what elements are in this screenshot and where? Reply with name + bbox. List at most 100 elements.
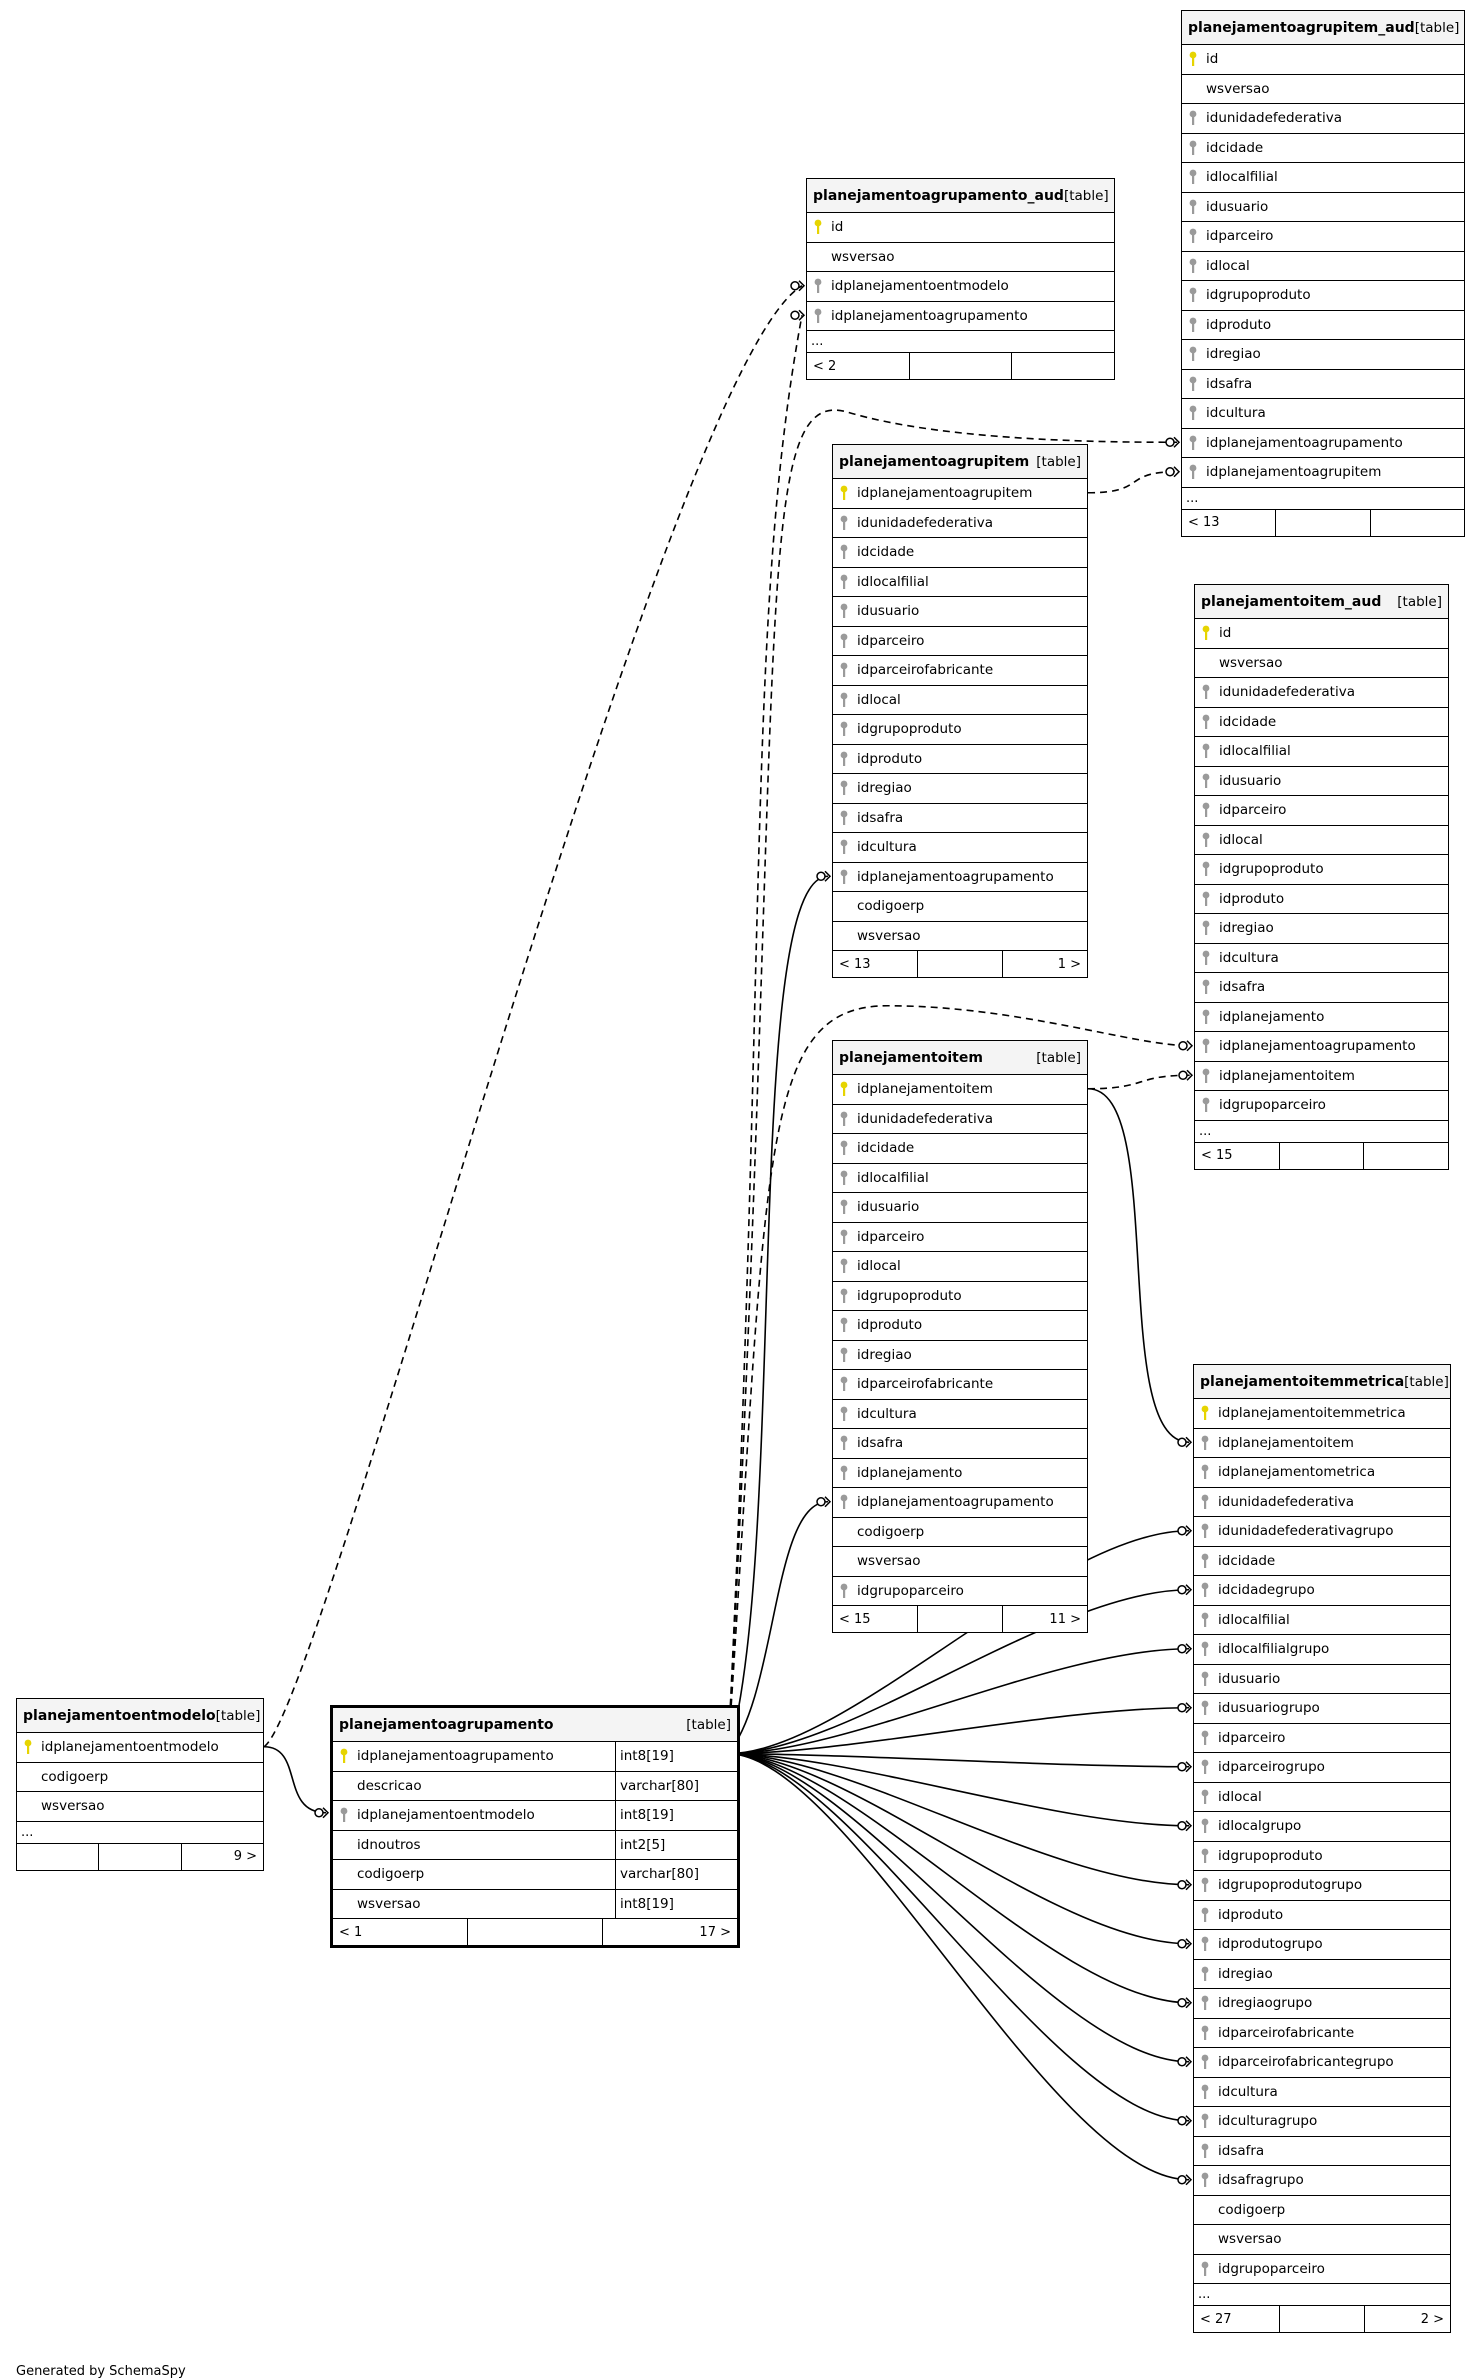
table-planejamentoentmodelo[interactable]: planejamentoentmodelo[table]idplanejamen… xyxy=(16,1698,264,1871)
table-header[interactable]: planejamentoitem[table] xyxy=(833,1041,1087,1075)
column-row[interactable]: idgrupoproduto xyxy=(1195,855,1448,885)
column-row[interactable]: idlocal xyxy=(1194,1783,1450,1812)
column-row[interactable]: idplanejamentoagrupitem xyxy=(833,479,1087,509)
column-row[interactable]: idusuariogrupo xyxy=(1194,1694,1450,1724)
column-row[interactable]: idcultura xyxy=(1182,399,1464,429)
column-row[interactable]: idgrupoprodutogrupo xyxy=(1194,1871,1450,1901)
column-row[interactable]: idusuario xyxy=(1194,1665,1450,1694)
column-row[interactable]: idgrupoproduto xyxy=(833,1282,1087,1311)
column-row[interactable]: idlocalfilialgrupo xyxy=(1194,1635,1450,1665)
column-row[interactable]: idcultura xyxy=(1194,2078,1450,2107)
column-row[interactable]: id xyxy=(807,213,1114,243)
column-row[interactable]: idproduto xyxy=(833,745,1087,774)
column-row[interactable]: wsversao xyxy=(1182,75,1464,104)
table-planejamentoitem[interactable]: planejamentoitem[table]idplanejamentoite… xyxy=(832,1040,1088,1633)
column-row[interactable]: idregiao xyxy=(1195,914,1448,944)
column-row[interactable]: idgrupoproduto xyxy=(833,715,1087,745)
column-row[interactable]: idplanejamentometrica xyxy=(1194,1458,1450,1488)
column-row[interactable]: id xyxy=(1182,45,1464,75)
column-row[interactable]: codigoerp xyxy=(1194,2196,1450,2225)
column-row[interactable]: idplanejamentoitem xyxy=(1194,1429,1450,1458)
column-row[interactable]: idsafra xyxy=(1195,973,1448,1003)
column-row[interactable]: idunidadefederativa xyxy=(1182,104,1464,134)
column-row[interactable]: idplanejamentoentmodelo xyxy=(807,272,1114,302)
column-row[interactable]: idplanejamentoentmodelo xyxy=(17,1733,263,1763)
column-row[interactable]: idregiaogrupo xyxy=(1194,1989,1450,2019)
column-row[interactable]: idregiao xyxy=(1194,1960,1450,1989)
column-row[interactable]: idgrupoparceiro xyxy=(833,1577,1087,1606)
table-header[interactable]: planejamentoagrupitem[table] xyxy=(833,445,1087,479)
column-row[interactable]: idparceirofabricante xyxy=(833,656,1087,686)
table-planejamentoagrupitem[interactable]: planejamentoagrupitem[table]idplanejamen… xyxy=(832,444,1088,978)
column-row[interactable]: idplanejamentoagrupamento xyxy=(1195,1032,1448,1062)
table-planejamentoitemmetrica[interactable]: planejamentoitemmetrica[table]idplanejam… xyxy=(1193,1364,1451,2333)
column-row[interactable]: idgrupoproduto xyxy=(1182,281,1464,311)
column-row[interactable]: idplanejamentoagrupitem xyxy=(1182,458,1464,488)
table-header[interactable]: planejamentoentmodelo[table] xyxy=(17,1699,263,1733)
column-row[interactable]: idlocalfilial xyxy=(1182,163,1464,193)
column-row[interactable]: idcultura xyxy=(833,833,1087,863)
column-row[interactable]: idparceirofabricante xyxy=(1194,2019,1450,2048)
column-row[interactable]: idparceirogrupo xyxy=(1194,1753,1450,1783)
table-header[interactable]: planejamentoagrupitem_aud[table] xyxy=(1182,11,1464,45)
column-row[interactable]: idparceirofabricantegrupo xyxy=(1194,2048,1450,2078)
column-row[interactable]: idgrupoparceiro xyxy=(1195,1091,1448,1121)
column-row[interactable]: idcidade xyxy=(1195,708,1448,737)
column-row[interactable]: wsversao xyxy=(833,922,1087,951)
column-row[interactable]: idcidade xyxy=(1182,134,1464,163)
column-row[interactable]: id xyxy=(1195,619,1448,649)
column-row[interactable]: idunidadefederativa xyxy=(1194,1488,1450,1517)
column-row[interactable]: idplanejamentoitem xyxy=(833,1075,1087,1105)
column-row[interactable]: codigoerp xyxy=(833,892,1087,922)
column-row[interactable]: idlocal xyxy=(833,1252,1087,1282)
column-row[interactable]: idsafra xyxy=(1182,370,1464,399)
column-row[interactable]: idcidadegrupo xyxy=(1194,1576,1450,1606)
column-row[interactable]: idproduto xyxy=(833,1311,1087,1341)
column-row[interactable]: idregiao xyxy=(1182,340,1464,370)
column-row[interactable]: idunidadefederativa xyxy=(1195,678,1448,708)
column-row[interactable]: idlocalfilial xyxy=(1194,1606,1450,1635)
column-row[interactable]: idproduto xyxy=(1194,1901,1450,1930)
column-row[interactable]: idusuario xyxy=(833,1193,1087,1223)
column-row[interactable]: idproduto xyxy=(1182,311,1464,340)
column-row[interactable]: idsafra xyxy=(833,1429,1087,1459)
column-row[interactable]: idparceiro xyxy=(1194,1724,1450,1753)
column-row[interactable]: idusuario xyxy=(833,597,1087,627)
column-row[interactable]: codigoerp xyxy=(17,1763,263,1792)
column-row[interactable]: wsversao xyxy=(833,1547,1087,1577)
column-row[interactable]: idplanejamentoagrupamento xyxy=(1182,429,1464,458)
column-row[interactable]: idgrupoproduto xyxy=(1194,1842,1450,1871)
column-row[interactable]: idparceiro xyxy=(833,1223,1087,1252)
column-row[interactable]: idcidade xyxy=(833,538,1087,568)
column-row[interactable]: wsversao xyxy=(1195,649,1448,678)
column-row[interactable]: idparceiro xyxy=(1182,222,1464,252)
table-header[interactable]: planejamentoitem_aud[table] xyxy=(1195,585,1448,619)
column-row[interactable]: idplanejamentoitemmetrica xyxy=(1194,1399,1450,1429)
table-header[interactable]: planejamentoagrupamento[table] xyxy=(333,1708,737,1742)
column-row[interactable]: idparceiro xyxy=(833,627,1087,656)
column-row[interactable]: codigoerp xyxy=(833,1518,1087,1547)
column-row[interactable]: idusuario xyxy=(1182,193,1464,222)
table-planejamentoagrupamento[interactable]: planejamentoagrupamento[table]idplanejam… xyxy=(330,1705,740,1948)
column-row[interactable]: wsversao xyxy=(17,1792,263,1822)
column-row[interactable]: idlocal xyxy=(1182,252,1464,281)
column-row[interactable]: idcidade xyxy=(1194,1547,1450,1576)
column-row[interactable]: wsversao xyxy=(1194,2225,1450,2255)
column-row[interactable]: idlocalfilial xyxy=(833,568,1087,597)
column-row[interactable]: idplanejamentoagrupamento xyxy=(807,302,1114,331)
column-row[interactable]: idculturagrupo xyxy=(1194,2107,1450,2137)
column-row[interactable]: idunidadefederativa xyxy=(833,1105,1087,1134)
column-row[interactable]: idregiao xyxy=(833,1341,1087,1370)
column-row[interactable]: idplanejamentoagrupamento xyxy=(833,1488,1087,1518)
column-row[interactable]: idsafra xyxy=(1194,2137,1450,2166)
column-row[interactable]: idplanejamento xyxy=(1195,1003,1448,1032)
column-row[interactable]: idunidadefederativa xyxy=(833,509,1087,538)
column-row[interactable]: idcultura xyxy=(1195,944,1448,973)
